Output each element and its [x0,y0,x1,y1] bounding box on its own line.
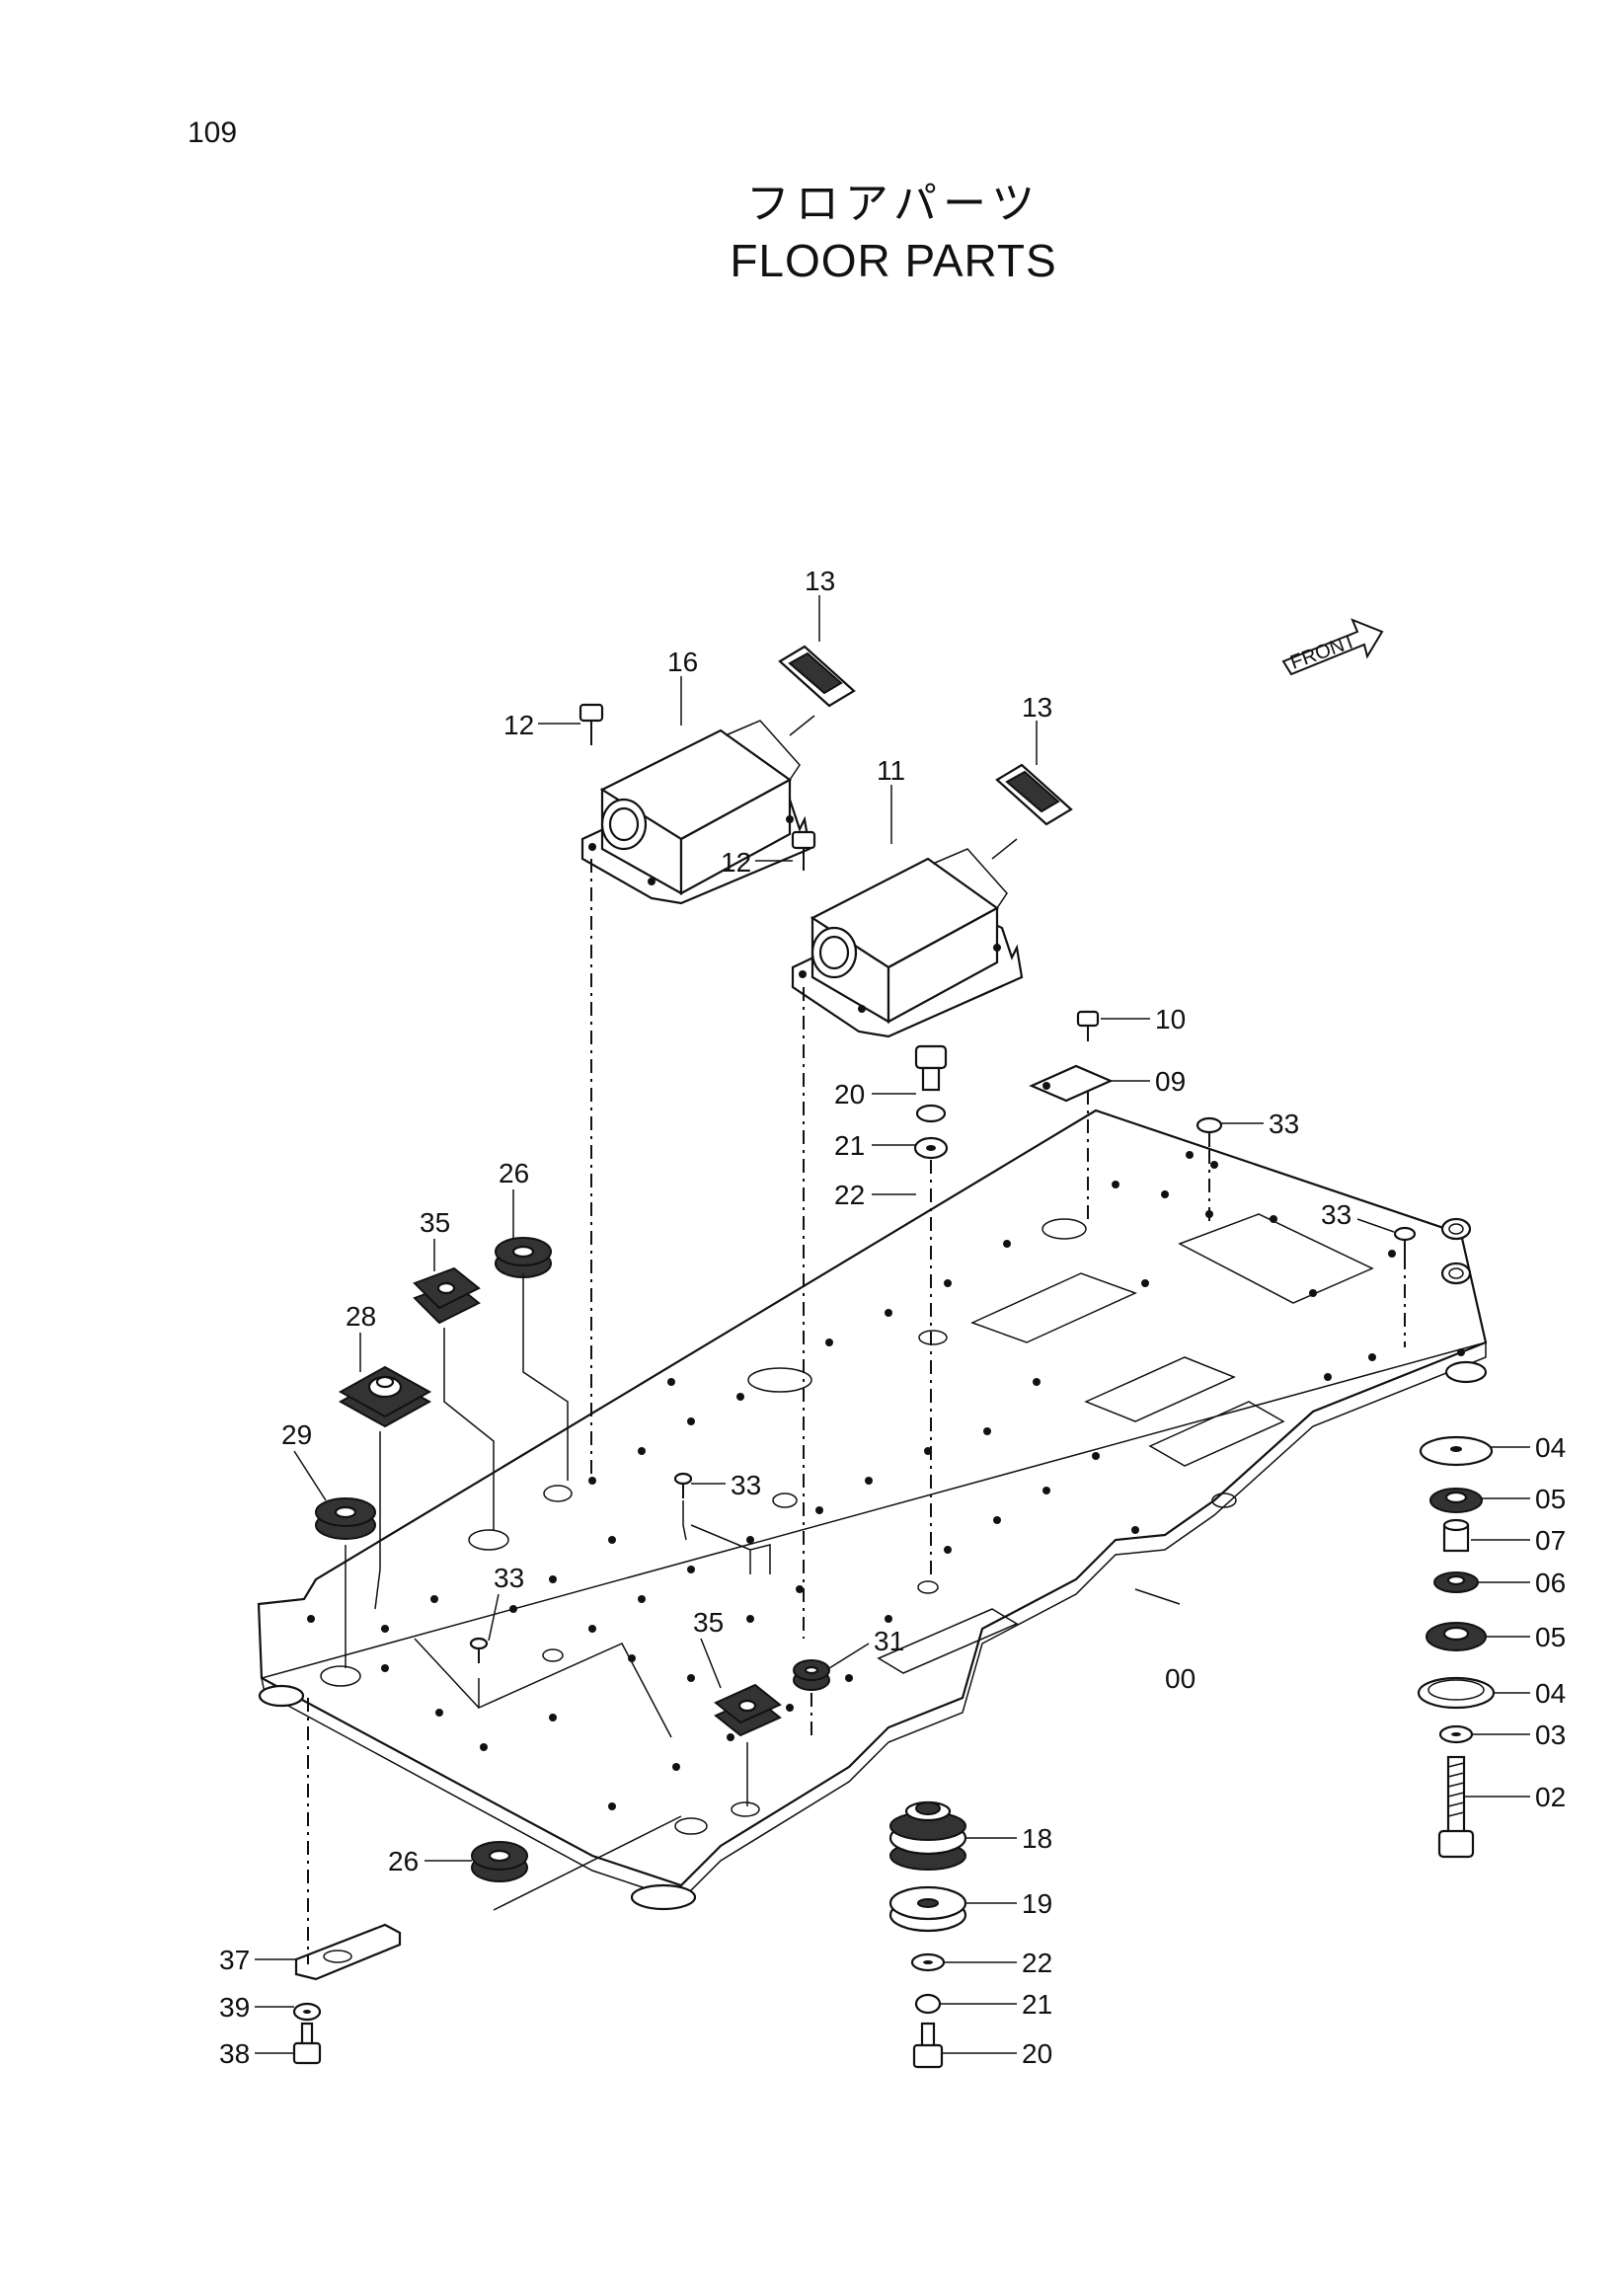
connector-13-lower [991,763,1073,860]
rubber-26-upper [495,1237,569,1481]
mount-35-upper [413,1266,495,1530]
washer-39 [292,2002,322,2022]
lockwasher-21-lower [914,1993,942,2015]
callout-13-lower: 13 [1022,692,1052,723]
callout-21-upper: 21 [834,1130,865,1161]
right-mount-stack [1417,1217,1496,1859]
connector-13-upper [778,645,856,736]
callout-35-lower: 35 [693,1607,724,1638]
callout-20-upper: 20 [834,1079,865,1110]
bolt-33-a [1196,1116,1223,1224]
callout-05-lower: 05 [1535,1622,1566,1652]
mount-35-lower [714,1683,782,1806]
callout-26-upper: 26 [499,1158,529,1188]
callout-04-upper: 04 [1535,1432,1566,1463]
callout-22-lower: 22 [1022,1948,1052,1978]
callout-38: 38 [219,2038,250,2069]
callout-09: 09 [1155,1066,1186,1097]
washer-29 [315,1497,376,1668]
bolt-38 [292,2022,322,2065]
callout-07: 07 [1535,1525,1566,1556]
bolt-33-b [1393,1226,1417,1347]
callout-02: 02 [1535,1782,1566,1812]
washer-22-lower [910,1952,946,1972]
callout-03: 03 [1535,1720,1566,1750]
mount-28 [338,1365,432,1610]
callout-00: 00 [1165,1663,1196,1694]
callout-16: 16 [667,647,698,677]
callout-labels: 13 16 12 13 11 12 10 09 20 21 22 33 33 2… [219,566,1566,2069]
callout-21-lower: 21 [1022,1989,1052,2020]
callout-33-b: 33 [1321,1199,1351,1230]
callout-12-upper: 12 [503,710,534,740]
floor-plate [257,1109,1488,1911]
plate-19 [888,1885,967,1933]
callout-31: 31 [874,1626,904,1656]
front-marker-text: FRONT [1287,630,1358,673]
bolt-12-lower [791,830,816,1639]
page-number: 109 [188,116,238,149]
box-16 [580,720,811,905]
mount-18 [888,1800,967,1871]
box-11 [791,848,1024,1038]
callout-33-c: 33 [731,1470,761,1500]
bolt-20-lower [912,2022,944,2069]
bolt-33-c [673,1472,771,1574]
callout-04-lower: 04 [1535,1678,1566,1709]
bolt-33-d [414,1637,672,1738]
plate-holes [307,1151,1465,1810]
callout-37: 37 [219,1945,250,1975]
callout-19: 19 [1022,1888,1052,1919]
callout-06: 06 [1535,1568,1566,1598]
bolt-12-upper [579,703,604,1481]
callout-10: 10 [1155,1004,1186,1034]
callout-26-lower: 26 [388,1846,419,1876]
bolt-stack-upper [913,1044,949,1579]
bracket-37 [294,1698,402,1981]
callout-39: 39 [219,1992,250,2023]
callout-13-upper: 13 [805,566,835,596]
callout-12-lower: 12 [721,847,751,878]
callout-22-upper: 22 [834,1180,865,1210]
callout-33-d: 33 [494,1563,524,1593]
callout-29: 29 [281,1419,312,1450]
callout-05-upper: 05 [1535,1484,1566,1514]
callout-28: 28 [346,1301,376,1332]
rubber-26-lower [471,1815,682,1911]
callout-20-lower: 20 [1022,2038,1052,2069]
washer-31 [793,1659,830,1737]
callout-33-a: 33 [1269,1109,1299,1139]
title-japanese: フロアパーツ [745,179,1041,229]
callout-11: 11 [877,755,905,786]
title-english: FLOOR PARTS [730,235,1057,286]
callout-18: 18 [1022,1823,1052,1854]
callout-35-upper: 35 [420,1207,450,1238]
front-arrow-icon: FRONT [1281,618,1384,676]
leader-lines [255,595,1530,2054]
